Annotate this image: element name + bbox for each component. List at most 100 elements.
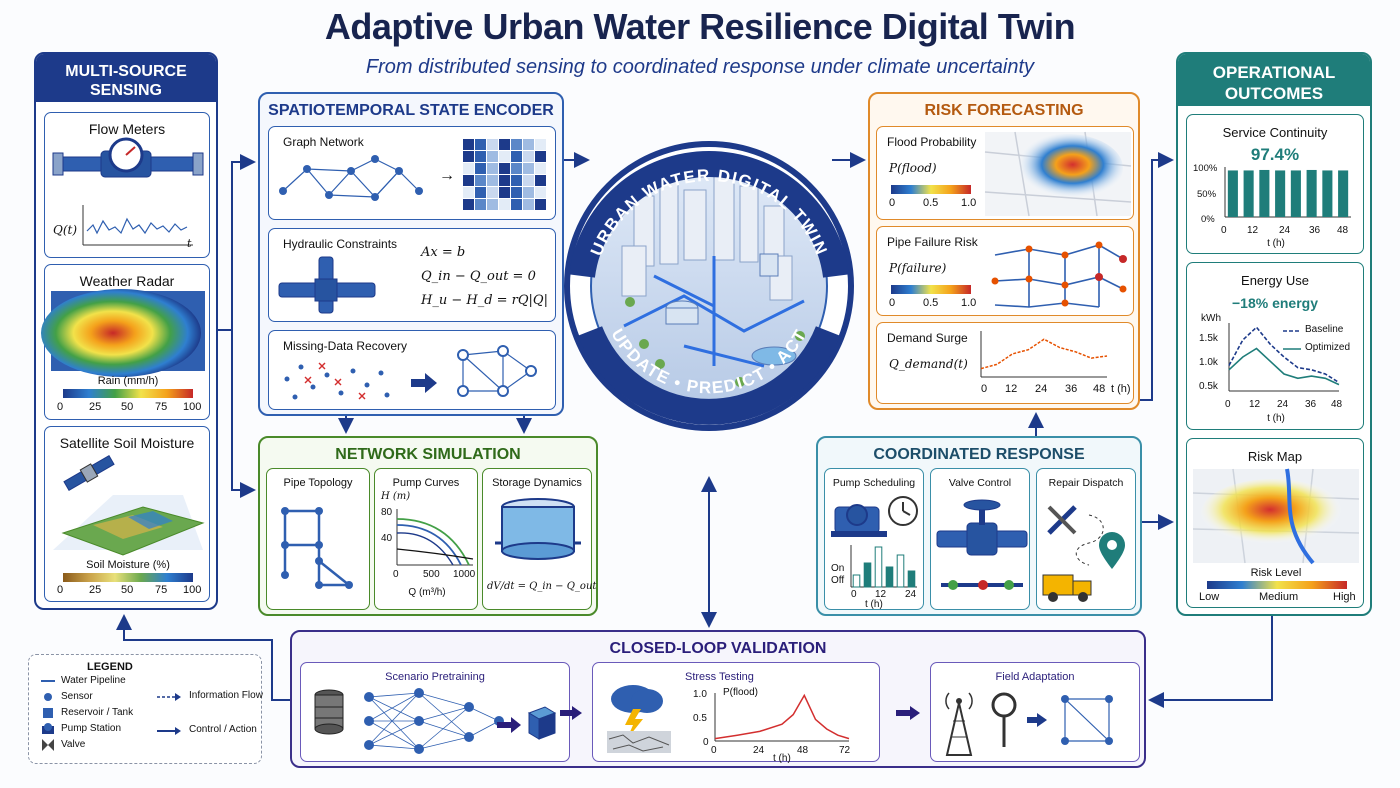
flood-probability-card[interactable]: Flood Probability P(flood) 0 0.5 1.0 <box>876 126 1134 220</box>
flow-meter-icon <box>52 137 204 178</box>
risk-map-colorbar <box>1207 581 1347 589</box>
legend-title: LEGEND <box>87 661 133 673</box>
response-title: COORDINATED RESPONSE <box>873 446 1085 463</box>
demand-xticks: 0 12 24 36 48 t (h) <box>981 383 1131 395</box>
missing-data-card[interactable]: Missing-Data Recovery <box>268 330 556 410</box>
flood-prob-label: P(flood) <box>889 161 937 175</box>
adjacency-matrix <box>463 139 546 210</box>
legend-pump-icon <box>42 723 54 734</box>
graph-network-title: Graph Network <box>283 135 364 149</box>
matrix-cell <box>475 139 486 150</box>
pump-scheduling-card[interactable]: Pump Scheduling On Off 0 12 24 t (h) <box>824 468 924 610</box>
legend-item-tank: Reservoir / Tank <box>61 707 134 718</box>
simulation-panel: NETWORK SIMULATION Pipe Topology Pump Cu… <box>258 436 598 616</box>
arrow-to-field-adaptation <box>896 706 920 720</box>
matrix-cell <box>463 187 474 198</box>
sensing-header: MULTI-SOURCE SENSING <box>36 54 216 102</box>
energy-use-title: Energy Use <box>1241 273 1309 288</box>
pump-off-label: Off <box>831 575 845 586</box>
soil-moisture-card[interactable]: Satellite Soil Moisture Soil Moisture (%… <box>44 426 210 602</box>
soil-scale-label: Soil Moisture (%) <box>86 559 170 571</box>
service-continuity-title: Service Continuity <box>1222 125 1328 140</box>
pipe-failure-colorbar <box>891 285 971 294</box>
neural-network-diagram <box>364 688 504 754</box>
encoder-title: SPATIOTEMPORAL STATE ENCODER <box>268 102 554 119</box>
digital-twin-circle[interactable]: URBAN WATER DIGITAL TWIN UPDATE • PREDIC… <box>564 126 854 446</box>
flood-colorbar <box>891 185 971 194</box>
matrix-cell <box>487 187 498 198</box>
matrix-cell <box>475 175 486 186</box>
weather-radar-card[interactable]: Weather Radar Rain (mm/h) 0 25 50 75 <box>41 264 210 420</box>
matrix-cell <box>475 151 486 162</box>
legend-item-valve: Valve <box>61 739 86 750</box>
repair-dispatch-card[interactable]: Repair Dispatch <box>1036 468 1136 610</box>
matrix-cell <box>499 199 510 210</box>
matrix-cell <box>487 151 498 162</box>
radar-colorbar <box>63 389 193 398</box>
risk-map-card[interactable]: Risk Map Risk Level Low Medium High <box>1186 438 1364 608</box>
energy-xticks: 0 12 24 36 48 <box>1225 399 1343 410</box>
matrix-cell <box>511 175 522 186</box>
service-continuity-card[interactable]: Service Continuity 97.4% 100% 50% 0% 0 1… <box>1186 114 1364 254</box>
radar-scale-ticks: 0 25 50 75 100 <box>57 401 202 413</box>
repair-tools-icon <box>1047 505 1077 535</box>
pump-curves-card[interactable]: Pump Curves H (m) 80 40 0 500 1000 Q (m³… <box>374 468 478 610</box>
storage-dynamics-card[interactable]: Storage Dynamics dV/dt = Q_in − Q_out <box>482 468 596 610</box>
energy-series-baseline <box>1228 326 1340 384</box>
missing-data-points <box>284 362 390 400</box>
legend-item-pipeline: Water Pipeline <box>61 675 126 686</box>
cube-output-icon <box>497 706 557 740</box>
graph-network-diagram <box>279 155 423 201</box>
storage-equation: dV/dt = Q_in − Q_out <box>487 581 597 592</box>
pump-scheduling-title: Pump Scheduling <box>832 477 916 489</box>
pipe-topology-card[interactable]: Pipe Topology <box>266 468 370 610</box>
field-adaptation-card[interactable]: Field Adaptation <box>930 662 1140 762</box>
sensing-panel: MULTI-SOURCE SENSING Flow Meters Q(t) t … <box>34 52 218 610</box>
matrix-cell <box>475 163 486 174</box>
service-bar <box>1322 170 1333 217</box>
stress-testing-card[interactable]: Stress Testing P(flood) 1.0 0.5 0 0 24 4… <box>592 662 880 764</box>
pump-schedule-xunit: t (h) <box>865 599 883 610</box>
radar-scale-label: Rain (mm/h) <box>97 375 159 387</box>
graph-arrow: → <box>439 167 455 184</box>
stress-flood-series <box>714 693 850 740</box>
pump-schedule-bar <box>852 574 861 588</box>
scenario-pretraining-card[interactable]: Scenario Pretraining <box>300 662 570 762</box>
matrix-cell <box>523 199 534 210</box>
pipe-failure-network <box>991 241 1127 308</box>
arrow-to-stress-testing <box>560 706 582 720</box>
valve-icon <box>936 499 1028 590</box>
pipe-failure-card[interactable]: Pipe Failure Risk P(failure) 0 0.5 1.0 <box>876 226 1134 316</box>
matrix-cell <box>499 163 510 174</box>
recovered-graph <box>457 345 537 397</box>
energy-xunit: t (h) <box>1267 413 1285 424</box>
demand-surge-card[interactable]: Demand Surge Q_demand(t) 0 12 24 36 48 t… <box>876 322 1134 404</box>
pump-xticks: 0 500 1000 <box>393 569 476 580</box>
service-bar <box>1243 170 1254 217</box>
database-icon <box>314 689 344 735</box>
energy-legend-optimized-swatch <box>1283 348 1301 350</box>
pump-schedule-bar <box>863 562 872 588</box>
graph-network-card[interactable]: Graph Network → <box>268 126 556 220</box>
hydraulic-eq3: H_u − H_d = rQ|Q| <box>421 293 548 308</box>
legend-box: LEGEND Water Pipeline Sensor Reservoir /… <box>28 654 263 764</box>
flow-meters-card[interactable]: Flow Meters Q(t) t <box>44 112 210 258</box>
pipe-topology-diagram <box>281 507 353 589</box>
valve-control-card[interactable]: Valve Control <box>930 468 1030 610</box>
adapted-graph <box>1061 695 1113 745</box>
response-panel: COORDINATED RESPONSE Pump Scheduling On … <box>816 436 1142 616</box>
pipe-topology-title: Pipe Topology <box>283 477 353 489</box>
repair-truck-icon <box>1042 574 1092 602</box>
scenario-pretraining-title: Scenario Pretraining <box>385 671 485 683</box>
matrix-cell <box>487 163 498 174</box>
matrix-cell <box>499 139 510 150</box>
energy-use-card[interactable]: Energy Use −18% energy kWh 1.5k 1.0k 0.5… <box>1186 262 1364 430</box>
hydraulic-constraints-card[interactable]: Hydraulic Constraints Ax = b Q_in − Q_ou… <box>268 228 556 322</box>
demand-label: Q_demand(t) <box>889 357 968 371</box>
matrix-cell <box>487 199 498 210</box>
flow-signal-chart <box>82 205 193 246</box>
risk-medium: Medium <box>1259 591 1299 603</box>
pump-schedule-xticks: 0 12 24 <box>851 589 917 600</box>
location-pin-icon <box>1099 532 1125 569</box>
demand-surge-chart <box>980 331 1108 378</box>
